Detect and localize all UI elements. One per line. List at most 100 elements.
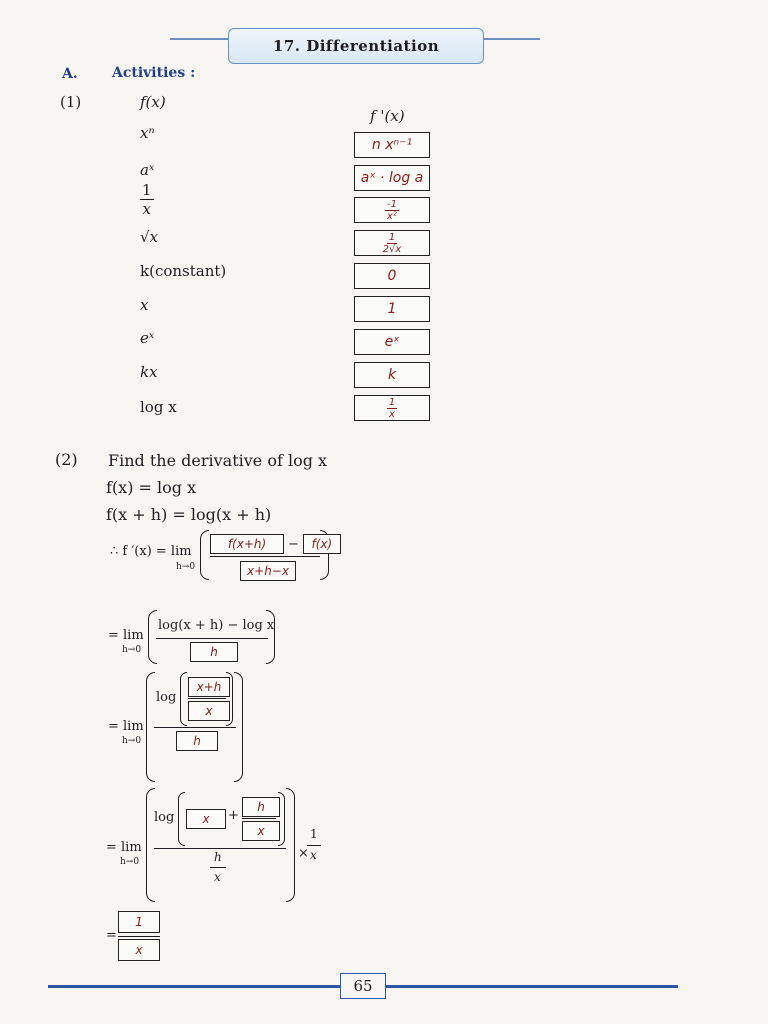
step3-inner-bar (188, 698, 226, 700)
answer-text-5: 0 (387, 268, 397, 284)
step2-left-paren (148, 610, 157, 664)
step1-box-num-b: f(x) (302, 534, 341, 554)
answer-box-7: eˣ (354, 329, 430, 355)
step4-inner-left-paren (178, 792, 185, 846)
step4-den-bar (210, 867, 226, 869)
col-dfx-header: f '(x) (370, 107, 405, 125)
step4-right-paren (286, 788, 295, 902)
step1-left-paren (200, 530, 209, 580)
fx-row-1: xⁿ (140, 124, 155, 142)
chapter-title: 17. Differentiation (228, 28, 484, 64)
step3-inner-denominator: x (188, 700, 230, 721)
step1-numerator: f(x+h) − f(x) (210, 534, 341, 554)
step4-box-a: x (186, 809, 226, 829)
step2-limit-sub: h→0 (122, 645, 142, 655)
result-num-wrap: 1 (118, 911, 160, 933)
answer-text-7: eˣ (384, 334, 400, 350)
fx-row-6: x (140, 296, 149, 314)
answer-text-1: n xⁿ⁻¹ (371, 137, 413, 153)
step1-box-num-a: f(x+h) (210, 534, 284, 554)
section-letter: A. (62, 66, 78, 82)
step1-minus: − (288, 536, 299, 552)
answer-box-6: 1 (354, 296, 430, 322)
step4-limit-sub: h→0 (120, 857, 140, 867)
activity2-line2: f(x + h) = log(x + h) (106, 505, 272, 524)
step1-box-den: x+h−x (240, 561, 296, 581)
answer-box-1: n xⁿ⁻¹ (354, 132, 430, 158)
step2-fraction-bar (156, 638, 268, 640)
result-box-den: x (118, 939, 160, 961)
step4-log: log (154, 810, 175, 825)
step1-limit-sub: h→0 (176, 562, 196, 572)
answer-box-5: 0 (354, 263, 430, 289)
section-title: Activities : (112, 65, 196, 81)
step4-den-num: h (214, 850, 222, 864)
fx-row-9: log x (140, 398, 177, 416)
step3-box-num: x+h (188, 677, 230, 697)
step3-inner-numerator: x+h (188, 676, 230, 697)
step3-box-den: h (176, 731, 218, 751)
step3-inner-left-paren (180, 672, 187, 726)
step4-times: × (298, 846, 309, 861)
step4-fraction-bar (154, 848, 286, 850)
step2-lhs: = lim (108, 628, 144, 643)
answer-text-2: aˣ · log a (360, 170, 424, 186)
answer-text-8: k (387, 367, 397, 383)
step4-lhs: = lim (106, 840, 142, 855)
step2-denominator: h (190, 641, 238, 662)
step1-lhs: ∴ f ′(x) = lim (110, 544, 192, 559)
fx-row-7: eˣ (140, 329, 155, 347)
step4-box-b-den: x (242, 821, 280, 841)
result-fraction-bar (118, 936, 160, 938)
answer-box-2: aˣ · log a (354, 165, 430, 191)
step3-denominator: h (176, 730, 218, 751)
fx-row-5: k(constant) (140, 262, 227, 280)
activity1-number: (1) (60, 93, 82, 111)
fx-row-8: kx (140, 363, 158, 381)
step3-limit-sub: h→0 (122, 736, 142, 746)
step4-box-b-den-wrap: x (242, 820, 280, 841)
answer-9-den: x (389, 408, 395, 420)
step4-plus: + (228, 808, 239, 823)
col-fx-header: f(x) (140, 93, 166, 111)
step3-fraction-bar (154, 727, 236, 729)
answer-3-den: x² (387, 210, 397, 222)
result-box-num: 1 (118, 911, 160, 933)
step1-fraction-bar (210, 556, 320, 558)
step3-log: log (156, 690, 177, 705)
step4-box-b-num-wrap: h (242, 796, 280, 817)
step3-box-den-inner: x (188, 701, 230, 721)
fx-row-3-num: 1 (140, 181, 154, 200)
answer-box-8: k (354, 362, 430, 388)
activity2-line1: f(x) = log x (106, 478, 197, 497)
activity2-number: (2) (55, 450, 78, 469)
result-den-wrap: x (118, 939, 160, 961)
answer-9-num: 1 (386, 396, 398, 409)
step4-left-paren (146, 788, 155, 902)
answer-4-num: 1 (386, 231, 398, 244)
step2-box-den: h (190, 642, 238, 662)
step4-inner-bar (242, 818, 276, 820)
answer-3-num: -1 (385, 198, 399, 211)
step2-numerator: log(x + h) − log x (158, 618, 275, 633)
fx-row-4: √x (140, 228, 159, 246)
step1-denominator: x+h−x (240, 560, 296, 581)
answer-4-den: 2√x (382, 243, 402, 255)
fx-row-2: aˣ (140, 161, 155, 179)
step3-lhs: = lim (108, 719, 144, 734)
answer-text-6: 1 (387, 301, 397, 317)
step4-box-a-wrap: x (186, 808, 226, 829)
step4-mult-den: x (310, 848, 317, 862)
step4-den-den: x (214, 870, 221, 884)
fx-row-3-den: x (142, 200, 151, 218)
step4-mult-num: 1 (310, 827, 318, 841)
step4-box-b-num: h (242, 797, 280, 817)
result-equals: = (106, 928, 117, 943)
page-number: 65 (340, 973, 386, 999)
step4-mult-bar (307, 845, 321, 847)
activity2-prompt: Find the derivative of log x (108, 451, 328, 470)
